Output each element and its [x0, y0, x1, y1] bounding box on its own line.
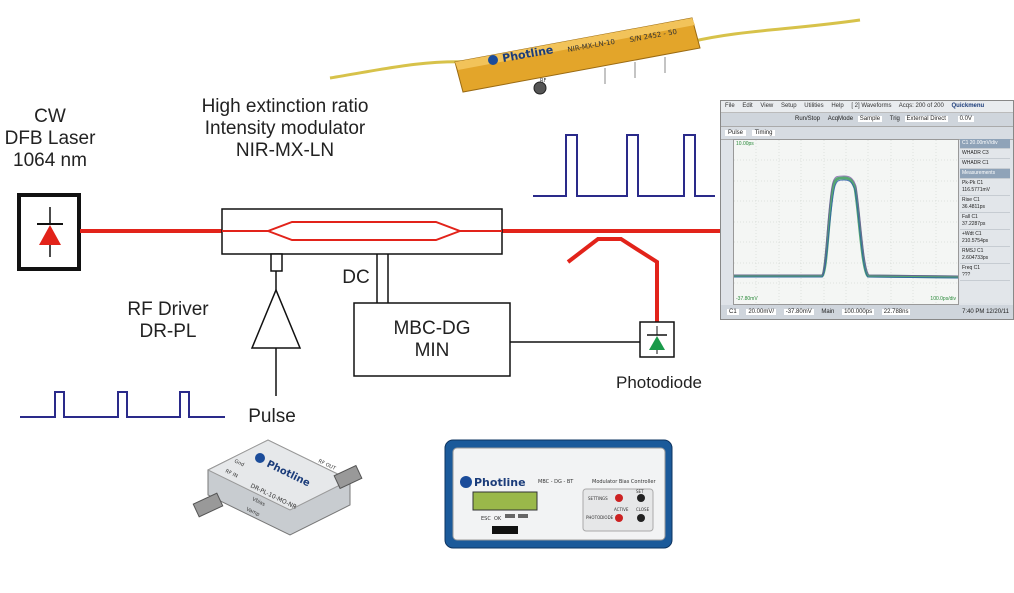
- rf-driver-amplifier: [250, 271, 302, 396]
- controller-brand: Photline: [474, 476, 526, 489]
- controller-btn-photodiode: PHOTODIODE: [586, 515, 614, 520]
- laser-label-line-3: 1064 nm: [13, 150, 87, 171]
- scope-meas-whadr-c3[interactable]: WHADR C3: [960, 149, 1010, 159]
- controller-logo-icon: [460, 476, 472, 488]
- photodiode-icon: [649, 336, 665, 350]
- scope-status-scale[interactable]: 20.00mV/: [746, 309, 777, 315]
- driver-label: RF Driver DR-PL: [108, 299, 228, 343]
- controller-title: Modulator Bias Controller: [592, 479, 656, 485]
- scope-status-position[interactable]: 22.788ns: [881, 309, 911, 315]
- scope-status-channel[interactable]: C1: [727, 309, 739, 315]
- controller-display-slot: [492, 526, 518, 534]
- controller-btn-active: ACTIVE: [614, 507, 629, 512]
- scope-status-timebase[interactable]: 100.000ps: [842, 309, 875, 315]
- controller-model: MBC - DG - BT: [538, 479, 574, 485]
- oscilloscope-window: File Edit View Setup Utilities Help [ 2]…: [720, 100, 1014, 320]
- scope-channel-header: C1 20.00mV/div: [960, 139, 1010, 149]
- driver-label-line-2: DR-PL: [139, 321, 197, 342]
- driver-logo-icon: [255, 453, 265, 463]
- scope-menu-edit[interactable]: Edit: [742, 103, 753, 109]
- scope-trig-select[interactable]: External Direct: [904, 116, 948, 122]
- scope-trig-level[interactable]: 0.0V: [957, 116, 974, 122]
- controller-btn-set: SET: [636, 489, 644, 494]
- scope-status-offset[interactable]: -37.80mV: [783, 309, 814, 315]
- photodiode-label: Photodiode: [615, 373, 703, 392]
- modulator-label-line-2: Intensity modulator: [204, 118, 366, 139]
- controller-lcd: [472, 491, 538, 511]
- scope-menu-file[interactable]: File: [725, 103, 735, 109]
- modulator-label-line-3: NIR-MX-LN: [235, 140, 335, 161]
- scope-measurements-header: Measurements: [960, 169, 1010, 179]
- laser-source: [17, 193, 81, 271]
- modulator-label: High extinction ratio Intensity modulato…: [176, 96, 394, 162]
- scope-menu-view[interactable]: View: [760, 103, 774, 109]
- tap-beam: [566, 237, 659, 322]
- laser-label: CW DFB Laser 1064 nm: [2, 106, 98, 172]
- scope-measurements-panel: C1 20.00mV/div WHADR C3 WHADR C1 Measure…: [960, 139, 1010, 303]
- scope-toolbar: Run/Stop AcqMode Sample Trig External Di…: [721, 113, 1013, 127]
- laser-label-line-1: CW: [34, 106, 66, 127]
- scope-menu-setup[interactable]: Setup: [780, 103, 797, 109]
- scope-run-stop[interactable]: Run/Stop: [795, 116, 821, 122]
- scope-menu-status: [ 2] Waveforms: [851, 103, 892, 109]
- dc-label: DC: [342, 267, 370, 288]
- scope-acqs: Acqs: 200 of 200: [898, 103, 944, 109]
- scope-menu-utilities[interactable]: Utilities: [804, 103, 824, 109]
- controller-label-line-1: MBC-DG: [393, 318, 471, 339]
- scope-screen: 10.00ps -37.80mV 100.0ps/div: [733, 139, 959, 305]
- scope-trace-plot: [734, 140, 959, 304]
- controller-btn-settings: SETTINGS: [588, 496, 608, 501]
- scope-screen-bottom-left: -37.80mV: [736, 296, 758, 302]
- scope-trig-label: Trig: [889, 116, 900, 122]
- controller-label-line-2: MIN: [414, 340, 450, 361]
- modulator-label-line-1: High extinction ratio: [201, 96, 369, 117]
- scope-menubar: File Edit View Setup Utilities Help [ 2]…: [721, 101, 1013, 113]
- driver-label-vamp: Vamp: [245, 506, 260, 518]
- optical-pulse-train: [533, 134, 715, 197]
- driver-label-rf-in: RF IN: [224, 468, 239, 479]
- scope-clock: 7:40 PM 12/20/11: [962, 309, 1009, 315]
- scope-screen-top-label: 10.00ps: [736, 141, 754, 147]
- pulse-label: Pulse: [248, 406, 296, 427]
- scope-status-main[interactable]: Main: [821, 309, 835, 315]
- driver-photo: Photline DR-PL-10-MO-NR Gnd Vbias Vamp R…: [192, 439, 363, 536]
- scope-acqmode-label: AcqMode: [827, 116, 854, 122]
- laser-label-line-2: DFB Laser: [4, 128, 96, 149]
- photline-logo-icon: [488, 55, 498, 65]
- scope-status-bar: C1 20.00mV/ -37.80mV Main 100.000ps 22.7…: [721, 305, 1013, 319]
- controller-key-esc: ESC: [481, 516, 491, 522]
- controller-photo: Photline MBC - DG - BT Modulator Bias Co…: [444, 439, 673, 549]
- rf-port: [270, 253, 283, 272]
- driver-label-gnd: Gnd: [233, 458, 245, 468]
- controller-key-ok: OK: [494, 516, 502, 522]
- electrical-pulse-train: [20, 391, 225, 418]
- modulator-schematic: [221, 208, 503, 272]
- scope-screen-bottom-right: 100.0ps/div: [930, 296, 956, 302]
- modulator-photo: Photline NIR-MX-LN-10 S/N 2452 - 50 RF: [329, 17, 861, 95]
- scope-timing-select[interactable]: Timing: [751, 130, 776, 136]
- scope-acqmode-select[interactable]: Sample: [857, 116, 883, 122]
- scope-quickmenu[interactable]: Quickmenu: [951, 103, 985, 109]
- scope-meas-whadr-c1[interactable]: WHADR C1: [960, 159, 1010, 169]
- scope-menu-help[interactable]: Help: [831, 103, 844, 109]
- scope-meas-freq[interactable]: Freq C1???: [960, 264, 1010, 281]
- laser-diode-icon: [39, 225, 61, 245]
- controller-btn-close: CLOSE: [636, 507, 650, 512]
- controller-label: MBC-DG MIN: [354, 318, 510, 362]
- controller-box: [353, 302, 511, 377]
- photodiode: [639, 321, 675, 358]
- driver-label-vbias: Vbias: [251, 496, 266, 508]
- driver-label-line-1: RF Driver: [127, 299, 209, 320]
- modulator-pin-label: RF: [540, 78, 546, 84]
- scope-pulse-select[interactable]: Pulse: [725, 130, 747, 136]
